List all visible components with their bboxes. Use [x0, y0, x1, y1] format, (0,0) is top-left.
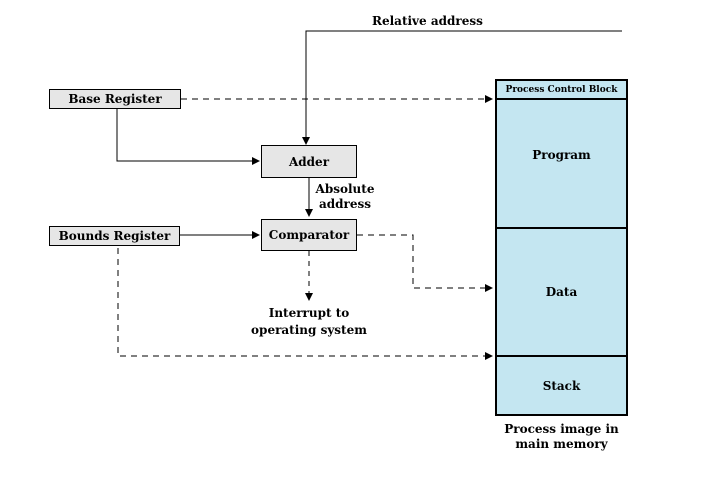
absolute-address-label: Absolute address: [314, 182, 376, 212]
program-segment: Program: [495, 98, 628, 229]
interrupt-line1: Interrupt to: [268, 306, 350, 320]
base-to-adder-line: [116, 109, 260, 165]
process-control-block: Process Control Block: [495, 79, 628, 100]
absolute-address-line2: address: [318, 197, 372, 211]
interrupt-label: Interrupt to operating system: [239, 306, 379, 338]
comparator-box: Comparator: [261, 219, 357, 251]
process-image-line2: main memory: [515, 437, 608, 451]
relative-address-label: Relative address: [372, 14, 483, 28]
relative-address-line: [302, 30, 622, 145]
interrupt-line2: operating system: [251, 323, 367, 337]
base-register-box: Base Register: [49, 89, 181, 109]
process-image-label: Process image in main memory: [495, 422, 628, 452]
process-image-line1: Process image in: [504, 422, 619, 436]
comparator-to-data-dashed-line: [357, 234, 493, 292]
bounds-to-stack-dashed-line: [117, 248, 493, 360]
adder-box: Adder: [261, 145, 357, 178]
bounds-register-box: Bounds Register: [49, 226, 180, 246]
stack-segment: Stack: [495, 355, 628, 416]
data-segment: Data: [495, 227, 628, 357]
absolute-address-line1: Absolute: [315, 182, 375, 196]
